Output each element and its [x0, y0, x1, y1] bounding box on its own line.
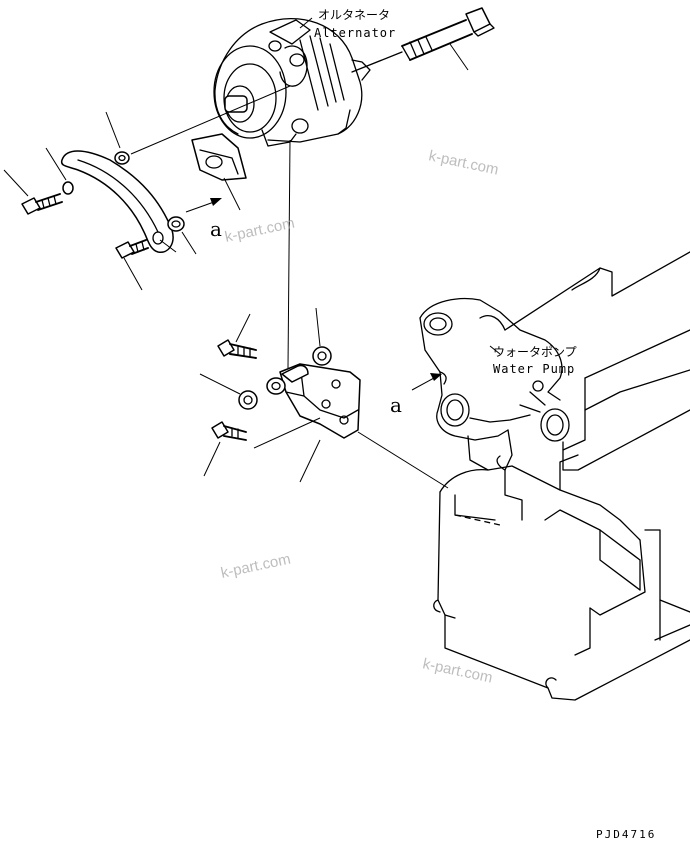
- water-pump: [419, 297, 570, 471]
- view-arrow-a-upper: [185, 198, 222, 213]
- water-pump-label-jp: ウォータポンプ: [493, 345, 577, 359]
- watermark: k-part.com: [427, 147, 500, 178]
- watermark: k-part.com: [219, 551, 292, 582]
- alternator-label-jp: オルタネータ: [318, 8, 390, 22]
- adjusting-link: [60, 150, 174, 253]
- water-pump-label-en: Water Pump: [493, 362, 575, 376]
- view-a-label-lower: a: [390, 393, 402, 417]
- engine-block: [433, 251, 690, 701]
- view-a-label-upper: a: [210, 217, 222, 241]
- long-bolt: [351, 7, 495, 73]
- alternator-bracket: [191, 133, 247, 181]
- watermark: k-part.com: [223, 215, 296, 246]
- watermark: k-part.com: [421, 655, 494, 686]
- alternator-label-en: Alternator: [314, 26, 396, 40]
- view-arrow-a-lower: [411, 373, 442, 391]
- alternator: [213, 17, 371, 147]
- fasteners-upper: [21, 151, 185, 259]
- drawing-code: PJD4716: [596, 828, 656, 841]
- mounting-bracket: [211, 339, 361, 441]
- leader-lines: [3, 17, 501, 489]
